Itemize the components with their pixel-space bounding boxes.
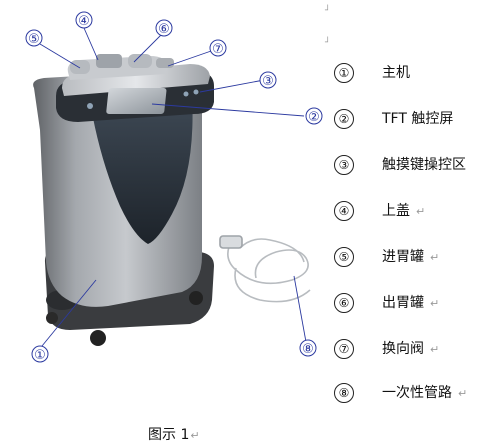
- legend-label: 出胃罐↵: [382, 295, 440, 311]
- legend-number: ②: [334, 109, 354, 129]
- legend-item: ⑧ 一次性管路↵: [334, 382, 467, 404]
- legend-label: 主机: [382, 65, 410, 81]
- legend-item: ② TFT 触控屏: [334, 108, 453, 130]
- legend-number: ⑧: [334, 383, 354, 403]
- svg-text:②: ②: [308, 110, 320, 125]
- touch-key: [193, 89, 199, 95]
- leader-lines: [39, 27, 307, 347]
- svg-text:⑦: ⑦: [212, 42, 224, 57]
- tft-screen: [106, 88, 167, 114]
- touch-key: [183, 91, 189, 97]
- callout-8: ⑧: [299, 339, 317, 357]
- callout-4: ④: [75, 11, 93, 29]
- legend-label: 进胃罐↵: [382, 249, 440, 265]
- svg-text:④: ④: [78, 14, 90, 29]
- legend-item: ⑥ 出胃罐↵: [334, 292, 439, 314]
- outlet-jar: [128, 54, 152, 68]
- svg-text:③: ③: [262, 74, 274, 89]
- legend-item: ④ 上盖↵: [334, 200, 425, 222]
- main-unit-body: [33, 70, 202, 307]
- tube-connector: [219, 235, 243, 249]
- svg-text:⑧: ⑧: [302, 342, 314, 357]
- valve: [156, 58, 174, 68]
- legend-label: 一次性管路↵: [382, 385, 468, 401]
- legend-number: ⑦: [334, 339, 354, 359]
- legend-label: 触摸键操控区: [382, 157, 466, 173]
- svg-text:⑥: ⑥: [158, 22, 170, 37]
- wheel-back-left: [46, 312, 58, 324]
- wheel-front-left: [90, 330, 106, 346]
- callout-7: ⑦: [209, 39, 227, 57]
- svg-text:①: ①: [34, 348, 46, 363]
- legend-number: ⑤: [334, 247, 354, 267]
- figure-caption: 图示 1↵: [148, 427, 200, 443]
- callout-2: ②: [305, 107, 323, 125]
- legend-label: 上盖↵: [382, 203, 426, 219]
- legend-number: ①: [334, 63, 354, 83]
- legend-item: ① 主机: [334, 62, 410, 84]
- legend-label: TFT 触控屏: [382, 111, 454, 127]
- legend-item: ③ 触摸键操控区: [334, 154, 466, 176]
- svg-text:⑤: ⑤: [28, 32, 40, 47]
- callout-3: ③: [259, 71, 277, 89]
- legend-item: ⑦ 换向阀↵: [334, 338, 439, 360]
- callout-markers: ④ ⑤ ⑥ ⑦ ③ ② ① ⑧: [25, 11, 323, 363]
- format-mark: ┘: [325, 38, 331, 48]
- touch-key: [87, 103, 93, 109]
- legend-number: ⑥: [334, 293, 354, 313]
- callout-1: ①: [31, 345, 49, 363]
- callout-5: ⑤: [25, 29, 43, 47]
- legend-number: ④: [334, 201, 354, 221]
- inlet-jar: [70, 60, 90, 74]
- control-panel-top: [56, 64, 214, 122]
- legend-number: ③: [334, 155, 354, 175]
- lid: [96, 54, 122, 68]
- callout-6: ⑥: [155, 19, 173, 37]
- format-mark: ┘: [325, 6, 331, 16]
- legend-item: ⑤ 进胃罐↵: [334, 246, 439, 268]
- legend-label: 换向阀↵: [382, 341, 440, 357]
- wheel-front-right: [189, 291, 203, 305]
